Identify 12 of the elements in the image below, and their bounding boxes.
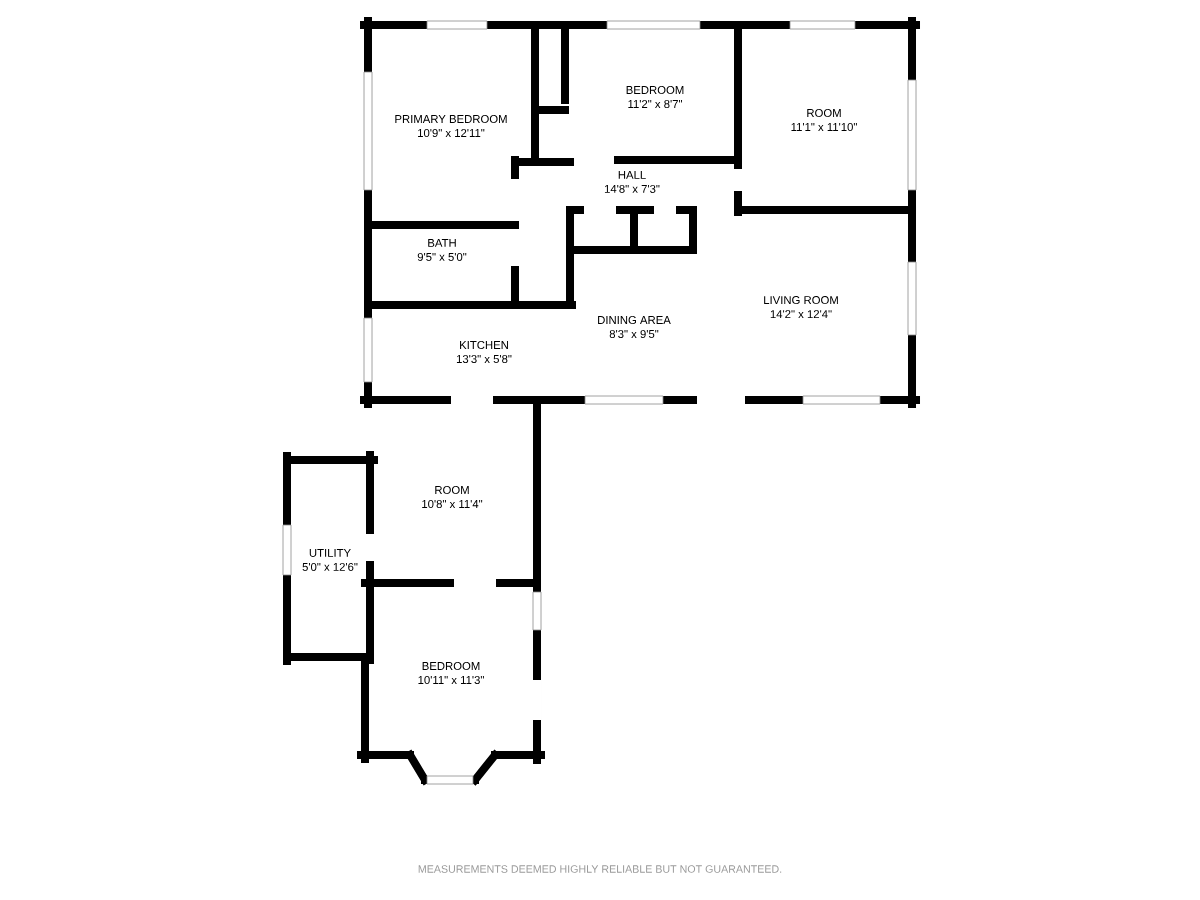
room-label: UTILITY 5'0" x 12'6"	[302, 549, 358, 571]
room-label: ROOM 11'1" x 11'10"	[791, 109, 857, 131]
room-label: HALL 14'8" x 7'3"	[604, 171, 660, 193]
room-label: DINING AREA 8'3" x 9'5"	[598, 316, 671, 338]
room-label: BEDROOM 11'2" x 8'7"	[626, 86, 684, 108]
room-label: KITCHEN 13'3" x 5'8"	[456, 341, 512, 363]
room-label: BATH 9'5" x 5'0"	[417, 239, 467, 261]
footer-note: MEASUREMENTS DEEMED HIGHLY RELIABLE BUT NOT GUARANTEED.	[418, 865, 782, 873]
room-label: BEDROOM 10'11" x 11'3"	[418, 662, 484, 684]
room-label: LIVING ROOM 14'2" x 12'4"	[764, 296, 838, 318]
room-label: PRIMARY BEDROOM 10'9" x 12'11"	[395, 115, 507, 137]
room-label: ROOM 10'8" x 11'4"	[422, 486, 483, 508]
